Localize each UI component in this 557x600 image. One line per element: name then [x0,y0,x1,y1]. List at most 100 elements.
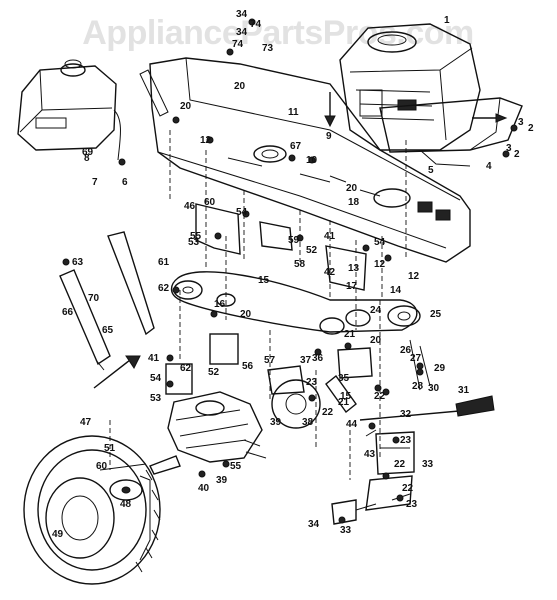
part-callout[interactable]: 17 [346,281,358,292]
part-callout[interactable]: 49 [52,529,64,540]
part-callout[interactable]: 20 [234,81,246,92]
part-callout[interactable]: 54 [236,207,248,218]
part-callout[interactable]: 3 [518,117,524,128]
part-callout[interactable]: 23 [406,499,418,510]
part-callout[interactable]: 43 [364,449,376,460]
part-callout[interactable]: 5 [428,165,434,176]
part-callout[interactable]: 52 [208,367,220,378]
part-callout[interactable]: 2 [514,149,520,160]
part-callout[interactable]: 59 [288,235,300,246]
part-callout[interactable]: 63 [72,257,84,268]
part-callout[interactable]: 34 [236,27,248,38]
part-callout[interactable]: 70 [88,293,100,304]
part-callout[interactable]: 8 [84,153,90,164]
part-callout[interactable]: 39 [216,475,228,486]
part-callout[interactable]: 15 [340,391,352,402]
part-callout[interactable]: 48 [120,499,132,510]
part-callout[interactable]: 28 [412,381,424,392]
part-callout[interactable]: 74 [250,19,262,30]
part-callout[interactable]: 23 [306,377,318,388]
part-callout[interactable]: 66 [62,307,74,318]
part-callout[interactable]: 56 [242,361,254,372]
part-callout[interactable]: 53 [150,393,162,404]
part-callout[interactable]: 12 [374,259,386,270]
part-callout[interactable]: 51 [104,443,116,454]
brackets [195,203,367,291]
part-callout[interactable]: 53 [188,237,200,248]
part-callout[interactable]: 25 [430,309,442,320]
part-callout[interactable]: 20 [240,309,252,320]
transmission [149,365,321,475]
part-callout[interactable]: 24 [370,305,382,316]
part-callout[interactable]: 67 [290,141,302,152]
part-callout[interactable]: 33 [340,525,352,536]
part-callout[interactable]: 46 [184,201,196,212]
part-callout[interactable]: 35 [338,373,350,384]
part-callout[interactable]: 18 [348,197,360,208]
part-callout[interactable]: 14 [390,285,402,296]
part-callout[interactable]: 57 [264,355,276,366]
part-callout[interactable]: 55 [190,231,202,242]
part-callout[interactable]: 62 [158,283,170,294]
part-callout[interactable]: 65 [102,325,114,336]
part-callout[interactable]: 23 [400,435,412,446]
part-callout[interactable]: 44 [346,419,358,430]
part-callout[interactable]: 32 [400,409,412,420]
part-callout[interactable]: 22 [374,391,386,402]
part-callout[interactable]: 47 [80,417,92,428]
part-callout[interactable]: 41 [148,353,160,364]
part-callout[interactable]: 11 [288,107,299,118]
part-callout[interactable]: 22 [322,407,334,418]
part-callout[interactable]: 22 [394,459,406,470]
part-callout[interactable]: 12 [408,271,420,282]
part-callout[interactable]: 29 [434,363,446,374]
part-callout[interactable]: 37 [300,355,312,366]
part-callout[interactable]: 69 [82,147,94,158]
part-callout[interactable]: 20 [346,183,358,194]
part-callout[interactable]: 21 [344,329,356,340]
part-callout[interactable]: 58 [294,259,306,270]
part-callout[interactable]: 60 [96,461,108,472]
part-callout[interactable]: 10 [306,155,318,166]
part-callout[interactable]: 34 [308,519,320,530]
part-callout[interactable]: 62 [180,363,192,374]
part-callout[interactable]: 36 [312,353,324,364]
part-callout[interactable]: 52 [306,245,318,256]
part-callout[interactable]: 2 [528,123,534,134]
arrows [324,92,508,128]
part-callout[interactable]: 74 [232,39,244,50]
part-callout[interactable]: 9 [326,131,332,142]
part-callout[interactable]: 55 [230,461,242,472]
part-callout[interactable]: 30 [428,383,440,394]
part-callout[interactable]: 22 [402,483,414,494]
part-callout[interactable]: 6 [122,177,128,188]
part-callout[interactable]: 26 [400,345,412,356]
part-callout[interactable]: 33 [422,459,434,470]
part-callout[interactable]: 40 [198,483,210,494]
part-callout[interactable]: 7 [92,177,98,188]
part-callout[interactable]: 73 [262,43,274,54]
part-callout[interactable]: 20 [370,335,382,346]
part-callout[interactable]: 20 [180,101,192,112]
part-callout[interactable]: 39 [270,417,282,428]
part-callout[interactable]: 3 [506,143,512,154]
part-callout[interactable]: 4 [486,161,492,172]
part-callout[interactable]: 38 [302,417,314,428]
part-callout[interactable]: 60 [204,197,216,208]
part-callout[interactable]: 21 [338,397,350,408]
part-callout[interactable]: 16 [214,299,226,310]
part-callout[interactable]: 1 [444,15,450,26]
part-callout[interactable]: 42 [324,267,336,278]
part-callout[interactable]: 34 [236,9,248,20]
part-callout[interactable]: 54 [150,373,162,384]
part-callout[interactable]: 61 [158,257,170,268]
part-callout[interactable]: 27 [410,353,422,364]
part-callout[interactable]: 13 [348,263,360,274]
part-callout[interactable]: 41 [324,231,336,242]
part-callout[interactable]: 31 [458,385,470,396]
fasteners [62,18,518,524]
part-callout[interactable]: 54 [374,237,386,248]
part-callout[interactable]: 15 [258,275,270,286]
fuel-tank [17,59,121,161]
part-callout[interactable]: 12 [200,135,212,146]
